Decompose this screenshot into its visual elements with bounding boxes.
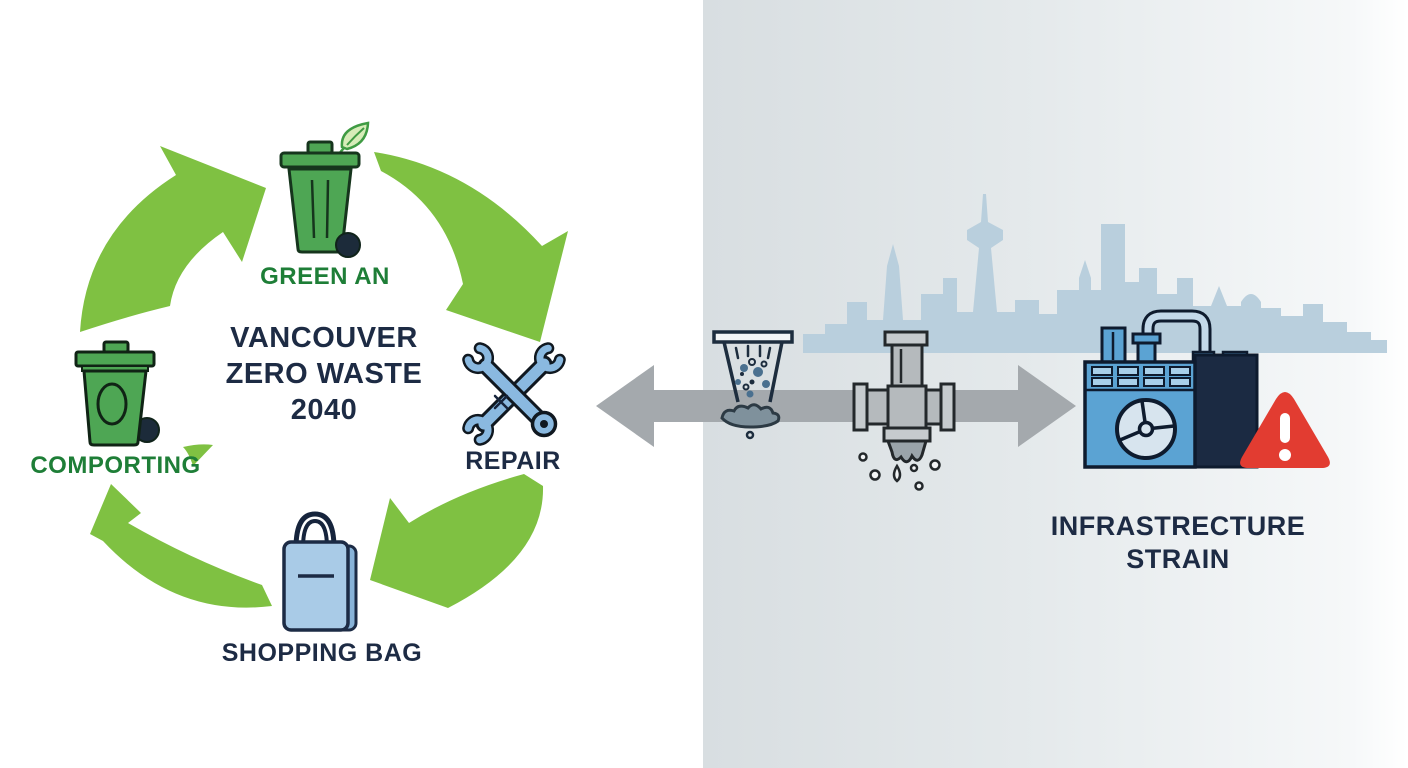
cycle-label-top: GREEN AN [260, 263, 390, 290]
impact-caption-line-1: INFRASTRECTURE [1050, 511, 1306, 541]
impact-caption-line-2: STRAIN [1126, 544, 1230, 574]
center-title-line-1: VANCOUVER [230, 322, 418, 354]
infrastructure-strain-caption: INFRASTRECTURE STRAIN [1015, 510, 1341, 576]
center-title-line-3: 2040 [290, 394, 358, 426]
compost-bin-icon [74, 340, 160, 447]
cycle-center-title: VANCOUVER ZERO WASTE 2040 [188, 320, 460, 428]
cycle-arrow-left-top [80, 146, 266, 332]
cycle-label-right: REPAIR [465, 447, 561, 475]
waste-bin-debris-icon [712, 330, 794, 440]
vent-grid [1091, 366, 1191, 387]
cycle-arrow-right-bottom [370, 474, 544, 608]
flow-arrow-icon [596, 365, 1076, 447]
center-title-line-2: ZERO WASTE [225, 358, 423, 390]
green-bin-with-leaf-icon [279, 121, 370, 258]
strained-machinery-icon [1083, 309, 1330, 469]
repair-wrenches-icon [462, 342, 566, 446]
warning-triangle-icon [1240, 392, 1330, 468]
city-skyline-icon [803, 194, 1387, 353]
leaking-pipe-icon [852, 330, 956, 491]
cycle-arrow-bottom-left [90, 484, 272, 608]
right-panel-background [703, 0, 1408, 768]
shopping-bag-icon [282, 511, 358, 632]
cycle-label-bottom: SHOPPING BAG [221, 639, 423, 667]
cycle-label-left: COMPORTING [30, 452, 201, 479]
cycle-arrow-top-right [374, 152, 568, 342]
cycle-arrow-tail-wedge [183, 444, 213, 466]
recycle-cycle-arrows [80, 146, 568, 608]
